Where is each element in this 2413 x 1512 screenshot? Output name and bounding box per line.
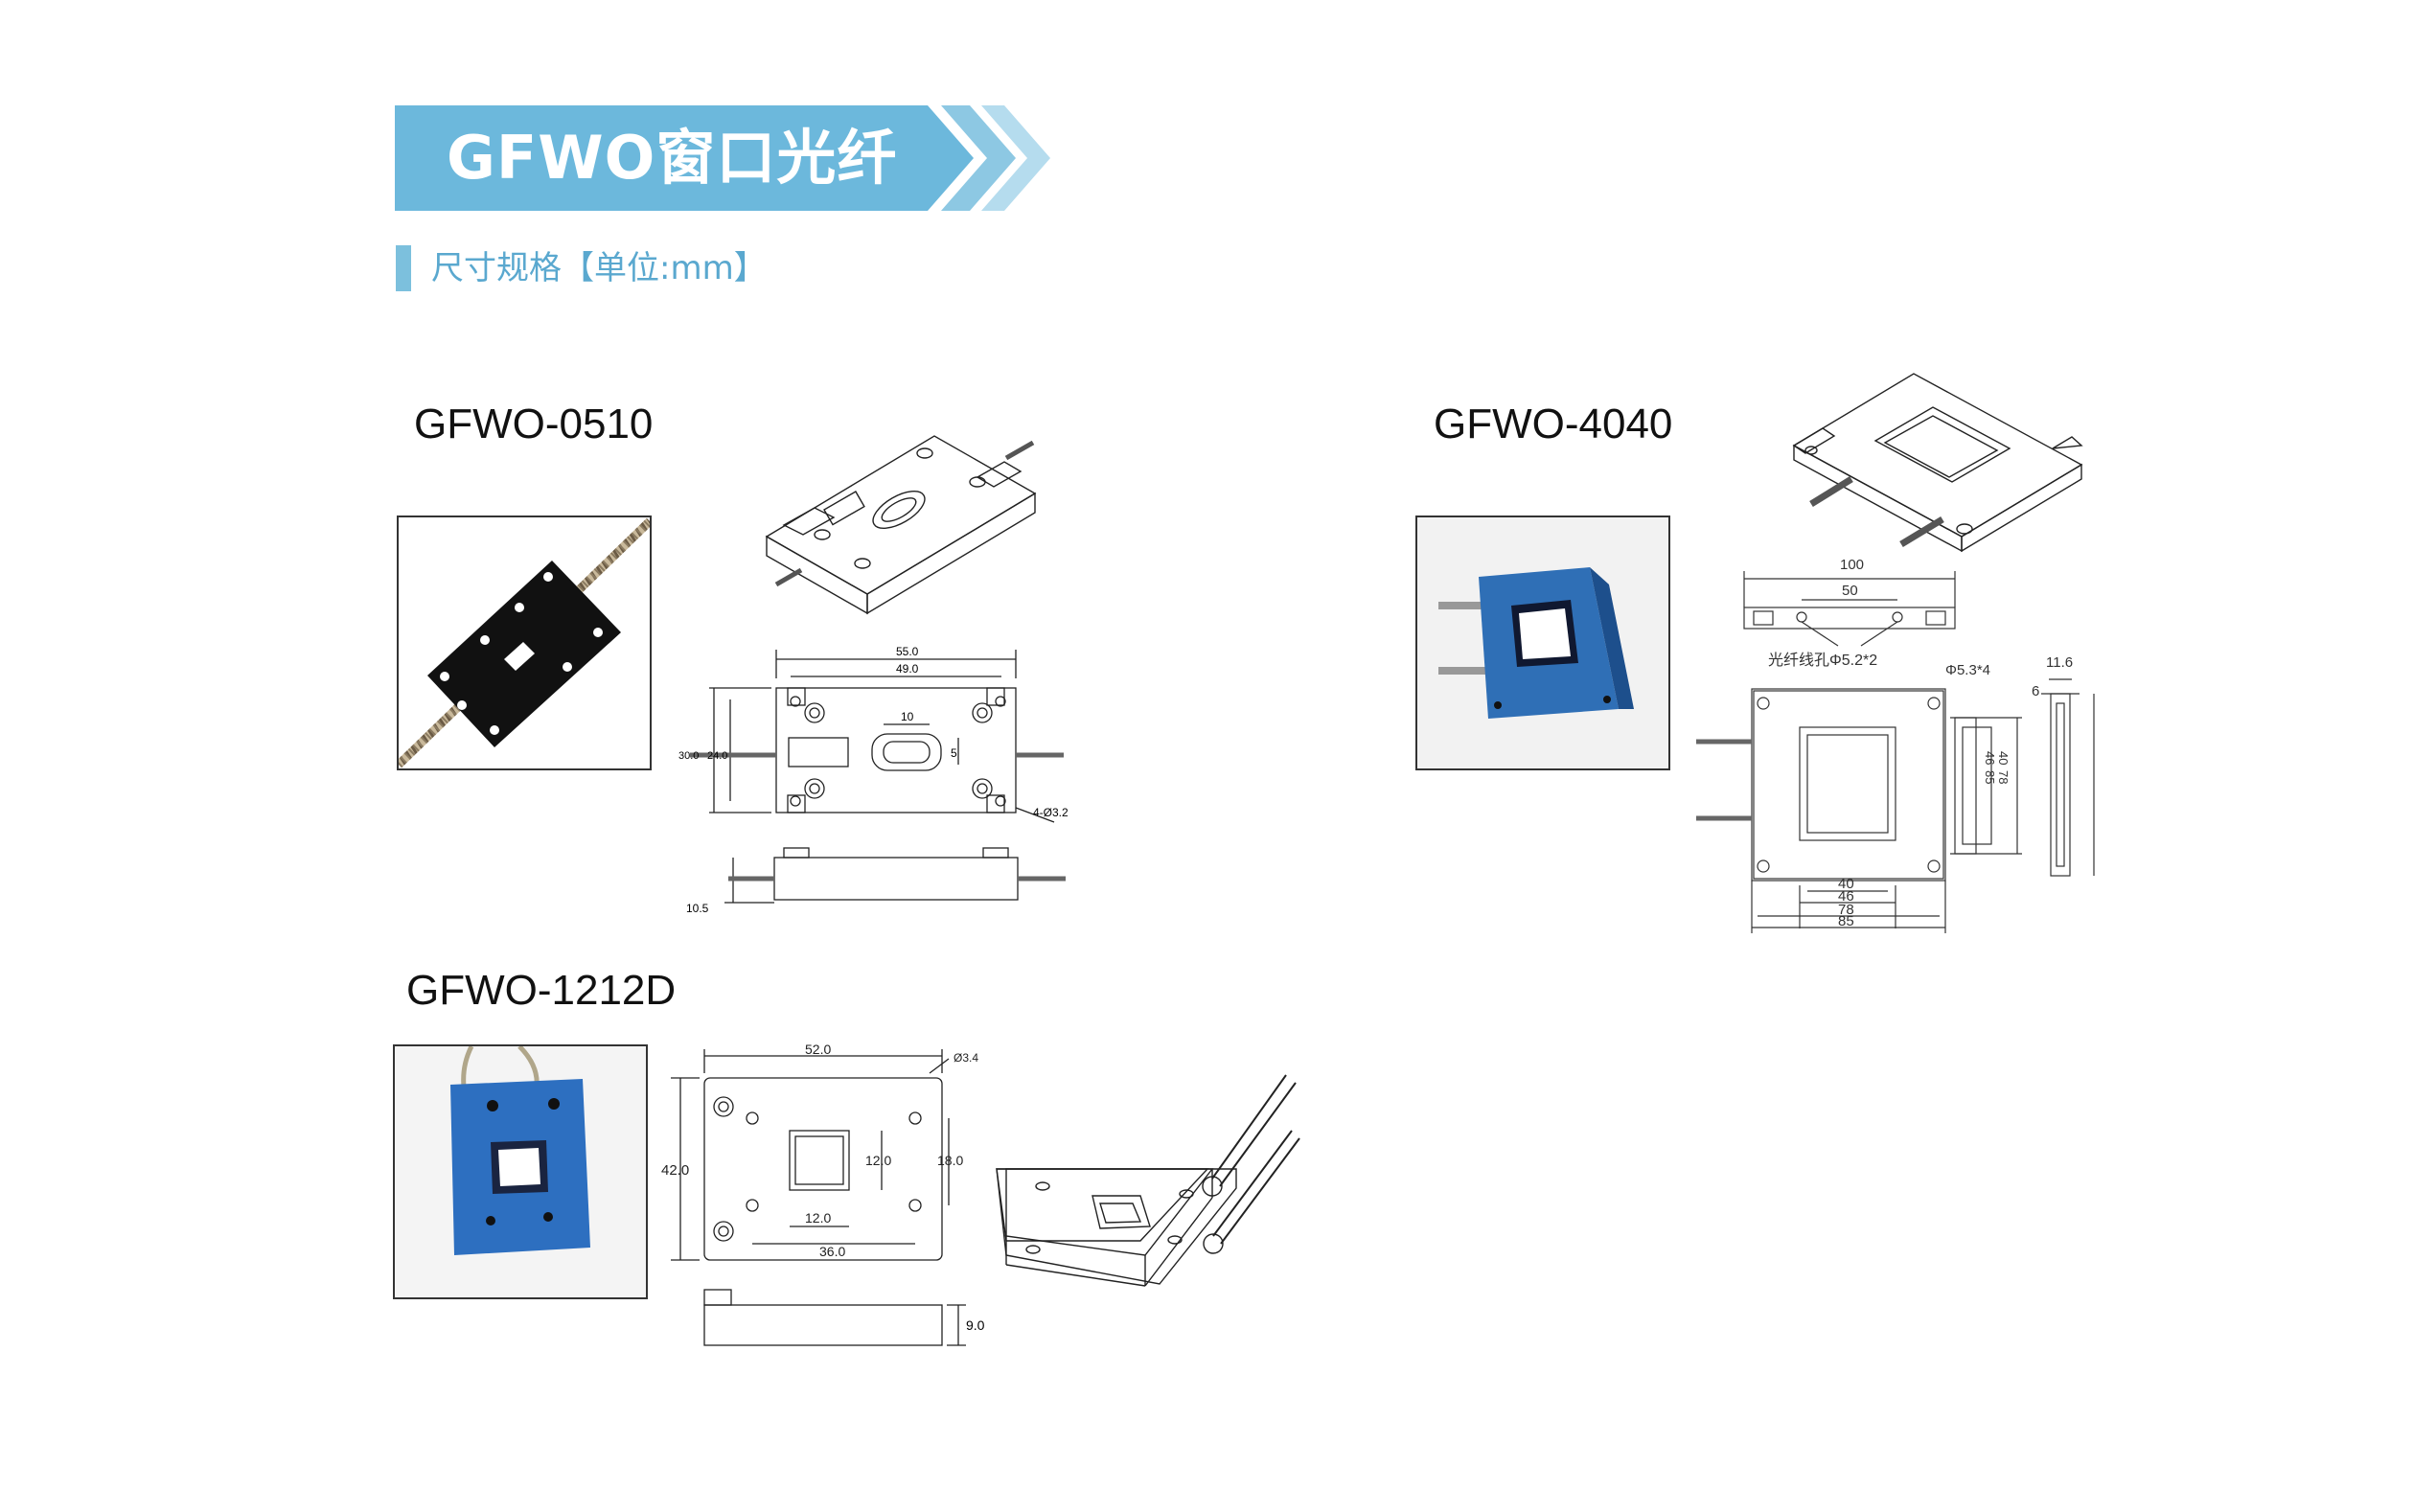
subtitle: 尺寸规格【单位:mm】 (431, 249, 767, 287)
isometric-drawing-1212d (996, 1074, 1300, 1287)
dim-window-w: 10 (901, 710, 914, 723)
header-banner (395, 105, 1050, 211)
dim-v2: 46 (1983, 751, 1997, 765)
dim-height-outer: 30.0 (678, 750, 699, 762)
isometric-drawing-4040 (1792, 373, 2083, 553)
dim-hole: Ø3.4 (954, 1051, 978, 1065)
dimension-drawing-4040: 100 50 光纤线孔Φ5.2*2 Φ5.3*4 11.6 6 40 46 78… (1696, 557, 2095, 933)
dim-hole: Φ5.3*4 (1945, 662, 1990, 678)
dim-length-inner: 49.0 (896, 662, 919, 676)
dim-window-h: 5 (951, 746, 957, 760)
product-photo-0510 (397, 515, 652, 770)
dim-holes: 4-Ø3.2 (1033, 806, 1069, 819)
dim-height: 42.0 (661, 1162, 689, 1179)
top-view-drawing-0510: 55.0 49.0 10 5 30.0 24.0 4-Ø3.2 (678, 645, 1069, 823)
page-title: GFWO窗口光纤 (447, 123, 898, 193)
dim-hole-spacing-v: 18.0 (937, 1153, 963, 1168)
dim-length-outer: 55.0 (896, 645, 919, 658)
dim-side-small: 6 (2032, 683, 2039, 699)
product-photo-4040 (1415, 515, 1670, 770)
subtitle-marker (396, 245, 411, 291)
dim-window-w: 12.0 (805, 1210, 831, 1226)
dim-window-h: 12.0 (865, 1153, 891, 1168)
dim-fiber-hole: 光纤线孔Φ5.2*2 (1768, 652, 1877, 669)
top-view-drawing-1212d: 52.0 Ø3.4 42.0 12.0 18.0 12.0 36.0 (661, 1044, 978, 1261)
dim-side-thick: 11.6 (2046, 654, 2073, 671)
dim-w4: 85 (1838, 913, 1854, 929)
model-title-0510: GFWO-0510 (414, 401, 654, 447)
dim-w3: 78 (1838, 902, 1854, 918)
dim-thickness: 10.5 (686, 902, 709, 915)
model-title-4040: GFWO-4040 (1434, 401, 1673, 447)
dim-w2: 46 (1838, 888, 1854, 905)
dim-thickness: 9.0 (966, 1317, 985, 1333)
side-view-drawing-1212d: 9.0 (703, 1289, 985, 1346)
dim-v1: 40 (1996, 751, 2011, 765)
dim-hole-spacing-h: 36.0 (819, 1244, 845, 1259)
dim-height-inner: 24.0 (707, 750, 727, 762)
dim-top-inner: 50 (1842, 583, 1858, 599)
product-photo-1212d (393, 1044, 648, 1299)
isometric-drawing-0510 (765, 435, 1037, 615)
side-view-drawing-0510: 10.5 (686, 847, 1066, 915)
model-title-1212d: GFWO-1212D (406, 967, 677, 1014)
dim-length: 52.0 (805, 1044, 831, 1057)
dim-top-len: 100 (1840, 557, 1864, 573)
dim-v3: 78 (1996, 770, 2011, 784)
dim-v4: 85 (1983, 770, 1997, 784)
dim-w1: 40 (1838, 876, 1854, 892)
